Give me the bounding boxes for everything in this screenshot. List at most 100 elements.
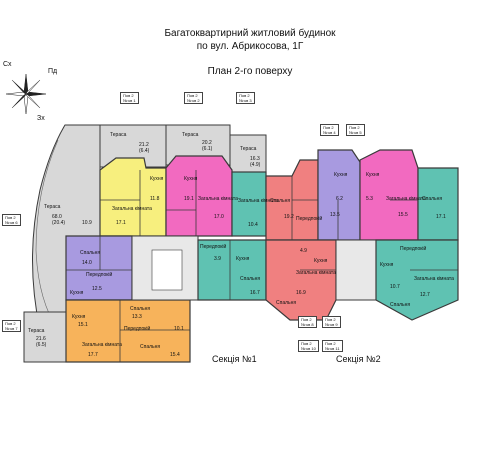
tag-apartment: № кв 2 xyxy=(187,98,200,103)
room-area: 15.4 xyxy=(170,352,180,358)
compass-rose-icon xyxy=(5,73,47,115)
room-label-living: Загальна кімната xyxy=(198,196,238,202)
room-label-living: Загальна кімната xyxy=(82,342,122,348)
room-area: 10.1 xyxy=(174,326,184,332)
compass-south-label: Пд xyxy=(48,68,58,75)
room-label-kitchen: Кухня xyxy=(380,262,394,268)
section-1-label: Секція №1 xyxy=(212,354,257,364)
room-label-bedroom: Спальня xyxy=(140,344,161,350)
room-label-kitchen: Кухня xyxy=(72,314,86,320)
room-area: 17.1 xyxy=(116,220,126,226)
tag-floor: Пов 2 xyxy=(187,93,198,98)
room-area: 5.3 xyxy=(366,196,373,202)
tag-apartment: № кв 10 xyxy=(301,346,316,351)
room-area: 19.1 xyxy=(184,196,194,202)
room-label-kitchen: Кухня xyxy=(150,176,164,182)
terrace-label: Тераса xyxy=(44,204,61,210)
terrace-area: 21.6 xyxy=(36,336,46,342)
room-area: 11.8 xyxy=(150,196,160,202)
room-label-kitchen: Кухня xyxy=(184,176,198,182)
terrace-north-3 xyxy=(229,134,267,174)
room-label-living: Загальна кімната xyxy=(238,198,278,204)
room-area: 17.7 xyxy=(88,352,98,358)
room-area: 17.1 xyxy=(436,214,446,220)
room-label-bedroom: Спальня xyxy=(130,306,151,312)
terrace-label: Тераса xyxy=(182,132,199,138)
terrace-area: 20.2 xyxy=(202,140,212,146)
stair-core-2 xyxy=(335,239,377,301)
terrace-area: 21.2 xyxy=(139,142,149,148)
terrace-label: Тераса xyxy=(240,146,257,152)
room-area: 15.5 xyxy=(398,212,408,218)
terrace-label: Тераса xyxy=(110,132,127,138)
room-label-bedroom: Спальня xyxy=(80,250,101,256)
tag-floor: Пов 2 xyxy=(123,93,134,98)
terrace-area: 68.0 xyxy=(52,214,62,220)
tag-apartment: № кв 1 xyxy=(123,98,136,103)
room-label-kitchen: Кухня xyxy=(366,172,380,178)
tag-floor: Пов 2 xyxy=(5,321,16,326)
room-area: 15.1 xyxy=(78,322,88,328)
apartment-pink-2 xyxy=(359,149,419,241)
building-title: Багатоквартирний житловий будинок xyxy=(164,28,336,39)
tag-apartment: № кв 5 xyxy=(349,130,362,135)
room-label-kitchen: Кухня xyxy=(70,290,84,296)
room-label-hall: Передпокій xyxy=(86,272,113,278)
room-area: 13.3 xyxy=(132,314,142,320)
terrace-area-sub: (4.9) xyxy=(250,162,261,168)
room-label-hall: Передпокій xyxy=(124,326,151,332)
room-label-kitchen: Кухня xyxy=(236,256,250,262)
stair-1 xyxy=(151,249,183,291)
terrace-area-sub: (6.1) xyxy=(202,146,213,152)
room-area: 17.0 xyxy=(214,214,224,220)
terrace-south xyxy=(23,311,67,363)
room-label-living: Загальна кімната xyxy=(112,206,152,212)
room-area: 10.4 xyxy=(248,222,258,228)
terrace-area-sub: (6.5) xyxy=(36,342,47,348)
room-label-bedroom: Спальня xyxy=(240,276,261,282)
room-label-living: Загальна кімната xyxy=(386,196,426,202)
room-label-bedroom: Спальня xyxy=(270,198,291,204)
terrace-area: 16.3 xyxy=(250,156,260,162)
floor-plan-title: План 2-го поверху xyxy=(207,66,293,77)
tag-floor: Пов 2 xyxy=(323,125,334,130)
tag-floor: Пов 2 xyxy=(325,341,336,346)
room-label-living: Загальна кімната xyxy=(414,276,454,282)
room-label-living: Загальна кімната xyxy=(296,270,336,276)
apartment-purple-2 xyxy=(317,149,361,241)
tag-floor: Пов 2 xyxy=(239,93,250,98)
room-area: 12.7 xyxy=(420,292,430,298)
room-area: 19.2 xyxy=(284,214,294,220)
room-label-bedroom: Спальня xyxy=(390,302,411,308)
tag-floor: Пов 2 xyxy=(325,317,336,322)
tag-floor: Пов 2 xyxy=(5,215,16,220)
tag-apartment: № кв 3 xyxy=(239,98,252,103)
compass-west-label: Зх xyxy=(37,115,45,122)
room-area: 16.7 xyxy=(250,290,260,296)
room-area: 3.9 xyxy=(214,256,221,262)
room-label-kitchen: Кухня xyxy=(314,258,328,264)
room-area: 4.9 xyxy=(300,248,307,254)
room-label-kitchen: Кухня xyxy=(334,172,348,178)
room-label-hall: Передпокій xyxy=(200,244,227,250)
tag-floor: Пов 2 xyxy=(349,125,360,130)
tag-apartment: № кв 7 xyxy=(5,326,18,331)
section-2-label: Секція №2 xyxy=(336,354,381,364)
tag-apartment: № кв 4 xyxy=(323,130,336,135)
room-label-hall: Передпокій xyxy=(296,216,323,222)
tag-apartment: № кв 6 xyxy=(5,220,18,225)
room-area: 10.9 xyxy=(82,220,92,226)
room-area: 16.9 xyxy=(296,290,306,296)
tag-floor: Пов 2 xyxy=(301,317,312,322)
apartment-teal-north xyxy=(231,171,267,237)
compass-east-label: Сх xyxy=(3,61,12,68)
